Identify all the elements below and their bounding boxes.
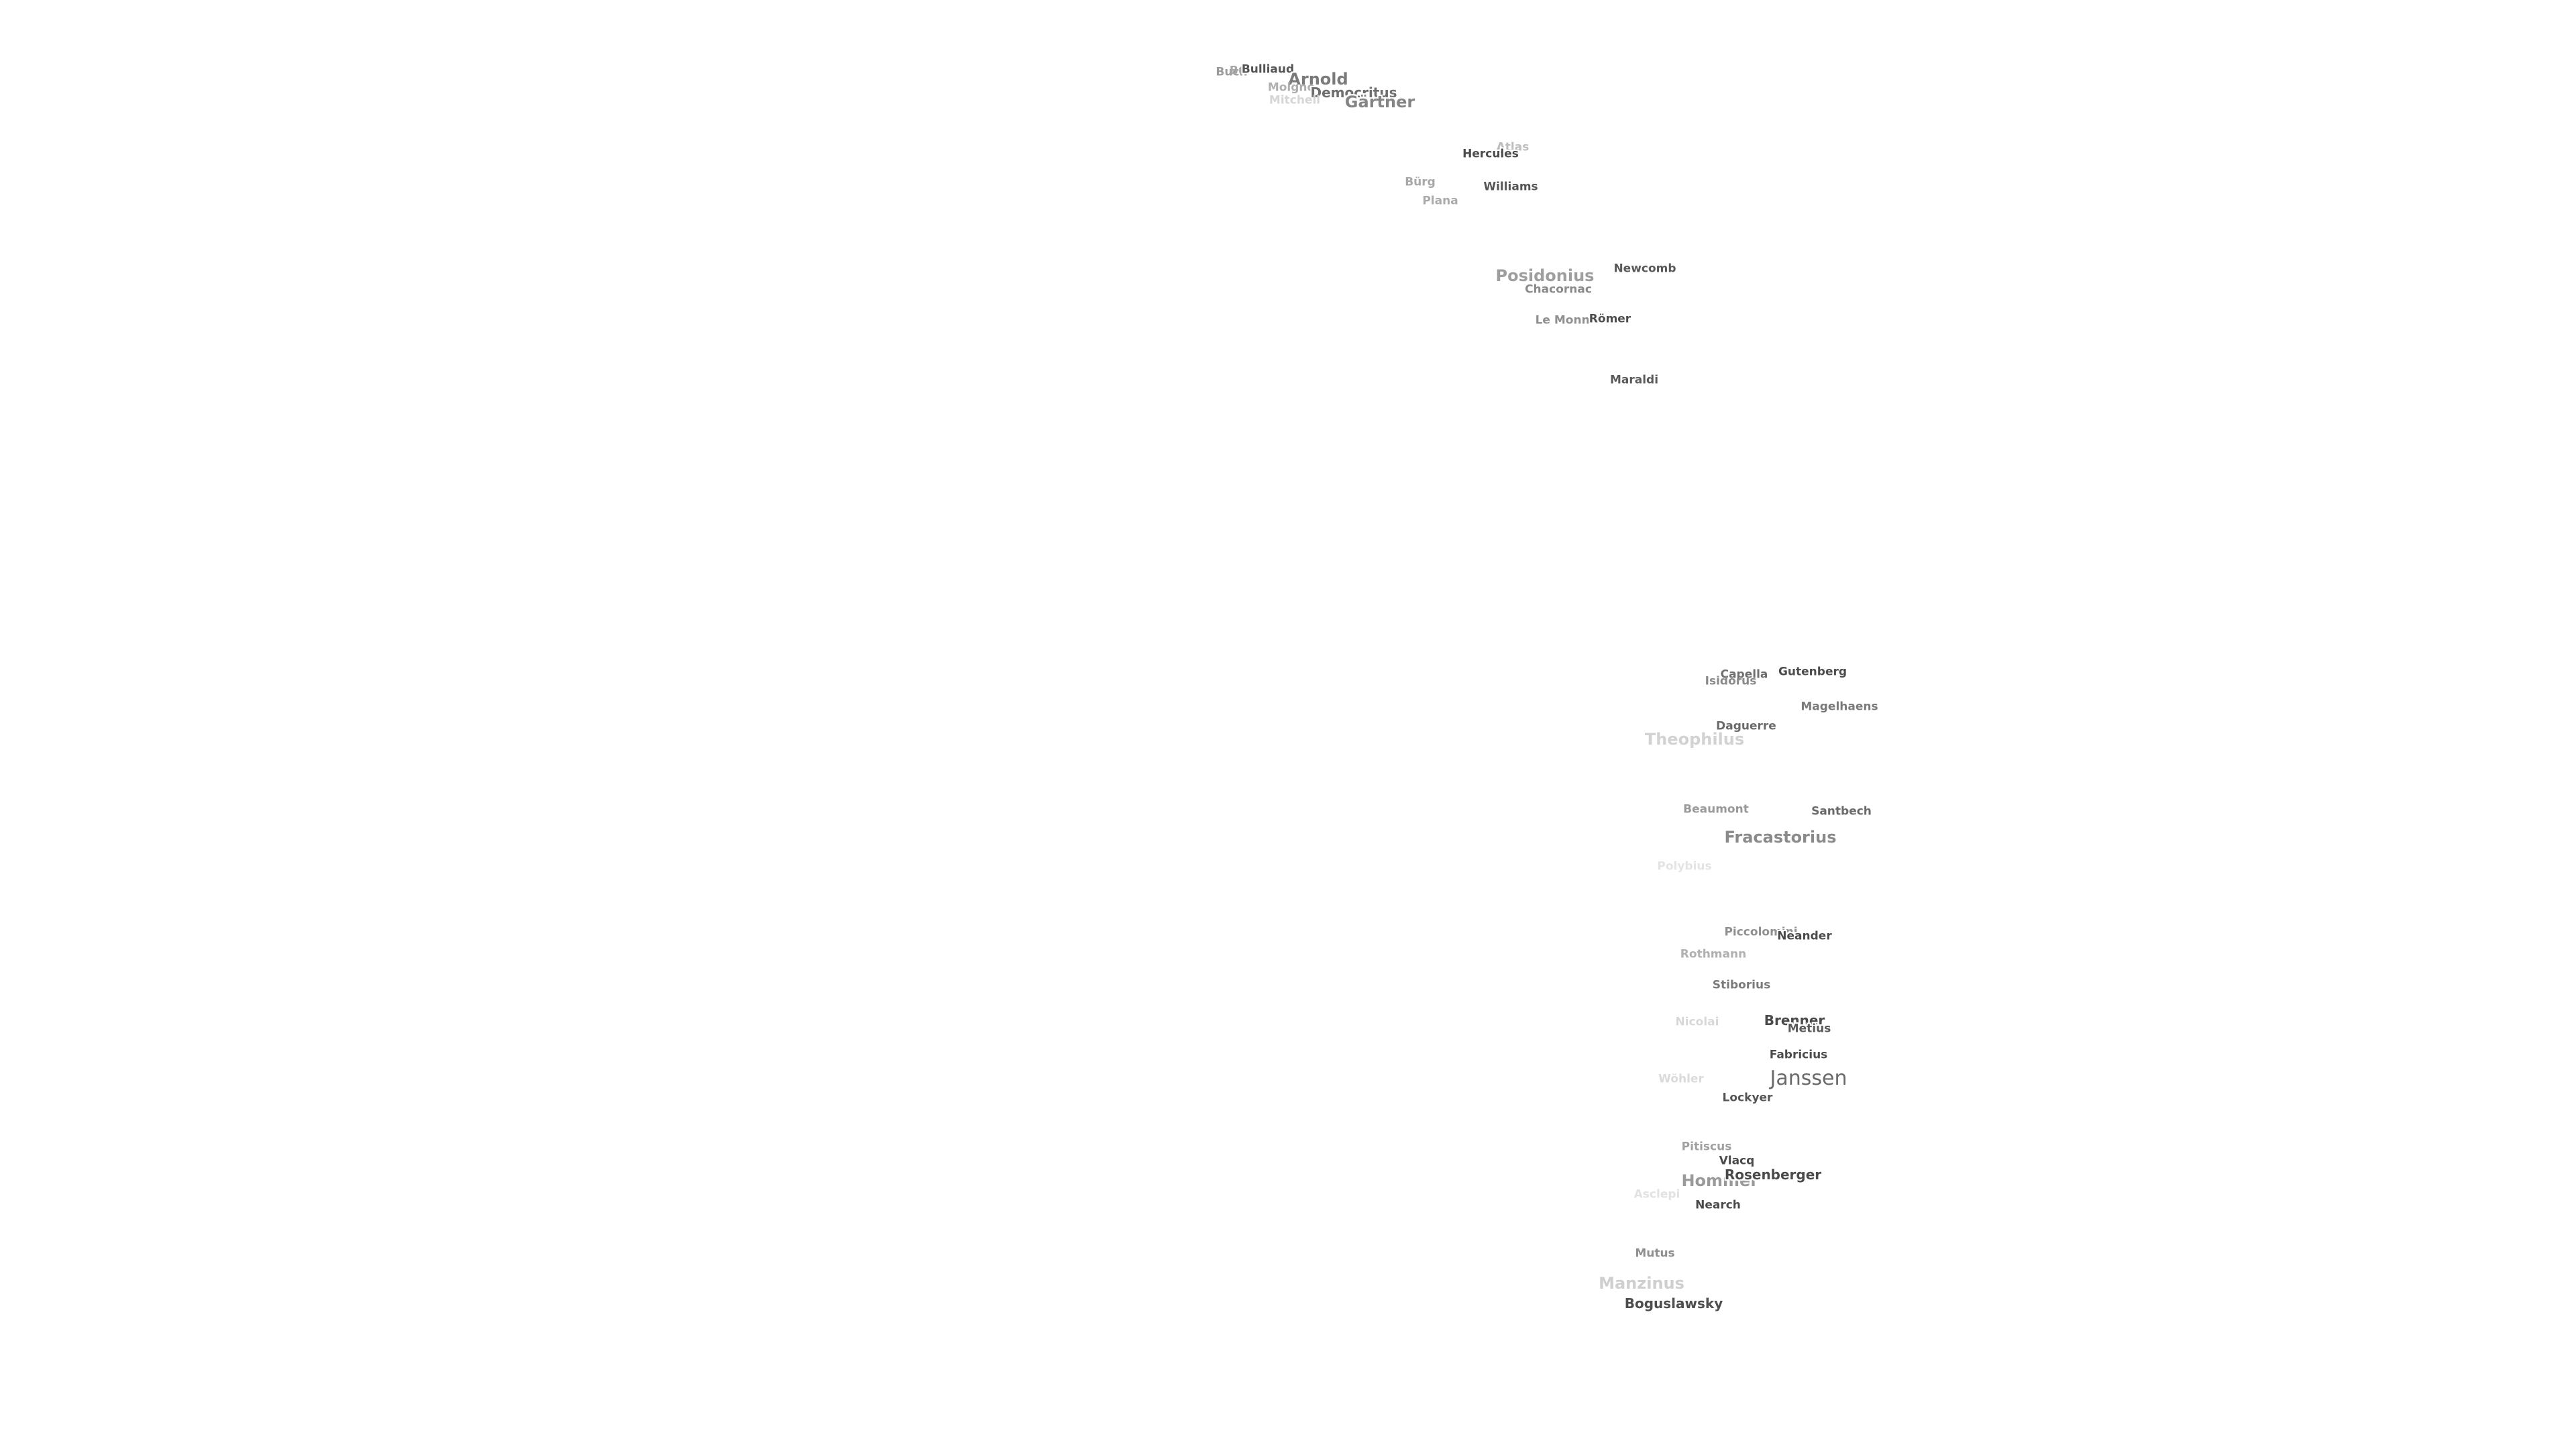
crater-label-buch[interactable]: Buch <box>1216 65 1248 79</box>
crater-label-le-monnier[interactable]: Le Monnier <box>1535 313 1607 327</box>
crater-label-theophilus[interactable]: Theophilus <box>1644 730 1745 749</box>
crater-label-fracastorius[interactable]: Fracastorius <box>1724 828 1837 847</box>
crater-label-plana[interactable]: Plana <box>1422 194 1458 208</box>
crater-label-magelhaens[interactable]: Magelhaens <box>1801 700 1878 714</box>
crater-label-bulliaud[interactable]: Bulliaud <box>1241 62 1295 76</box>
crater-label-manzinus[interactable]: Manzinus <box>1599 1274 1684 1293</box>
crater-label-wohler[interactable]: Wöhler <box>1658 1072 1704 1086</box>
crater-label-mitchell[interactable]: Mitchell <box>1269 93 1321 107</box>
crater-label-capella[interactable]: Capella <box>1720 667 1768 682</box>
crater-label-fabricius[interactable]: Fabricius <box>1769 1048 1828 1062</box>
crater-label-bullialdus[interactable]: Bullialdus <box>1229 64 1293 78</box>
crater-label-newcomb[interactable]: Newcomb <box>1613 262 1676 276</box>
crater-label-neander[interactable]: Neander <box>1777 929 1832 943</box>
crater-label-posidonius[interactable]: Posidonius <box>1495 266 1595 285</box>
crater-label-pitiscus[interactable]: Pitiscus <box>1681 1140 1732 1154</box>
crater-label-williams[interactable]: Williams <box>1483 180 1538 194</box>
crater-label-santbech[interactable]: Santbech <box>1811 804 1872 818</box>
crater-label-democritus[interactable]: Democritus <box>1310 85 1397 101</box>
crater-label-isidorus[interactable]: Isidorus <box>1705 674 1757 688</box>
crater-label-stiborius[interactable]: Stiborius <box>1712 978 1771 992</box>
crater-label-arnold[interactable]: Arnold <box>1288 70 1348 89</box>
crater-label-chacornac[interactable]: Chacornac <box>1525 282 1592 297</box>
crater-label-gutenberg[interactable]: Gutenberg <box>1778 665 1847 679</box>
crater-label-hercules[interactable]: Hercules <box>1462 147 1519 161</box>
crater-label-burg[interactable]: Bürg <box>1405 175 1436 189</box>
crater-label-gartner[interactable]: Gärtner <box>1344 93 1415 111</box>
crater-label-boguslawsky[interactable]: Boguslawsky <box>1624 1295 1723 1311</box>
crater-label-maraldi[interactable]: Maraldi <box>1609 373 1659 387</box>
crater-label-atlas[interactable]: Atlas <box>1496 140 1529 154</box>
crater-label-rothmann[interactable]: Rothmann <box>1680 947 1747 961</box>
crater-label-hommel[interactable]: Hommel <box>1681 1171 1756 1190</box>
crater-label-beaumont[interactable]: Beaumont <box>1683 802 1749 816</box>
crater-label-piccolomini[interactable]: Piccolomini <box>1724 925 1798 939</box>
crater-label-lockyer[interactable]: Lockyer <box>1722 1091 1773 1105</box>
crater-label-rosenberger[interactable]: Rosenberger <box>1724 1167 1822 1183</box>
crater-label-nicolai[interactable]: Nicolai <box>1675 1015 1719 1029</box>
crater-label-vlacq[interactable]: Vlacq <box>1719 1154 1755 1168</box>
crater-label-daguerre[interactable]: Daguerre <box>1716 719 1776 733</box>
crater-label-asclepi[interactable]: Asclepi <box>1633 1187 1680 1201</box>
crater-label-romer[interactable]: Römer <box>1589 312 1631 326</box>
crater-label-moigno[interactable]: Moigno <box>1267 80 1316 95</box>
crater-label-janssen[interactable]: Janssen <box>1770 1067 1847 1090</box>
crater-label-metius[interactable]: Metius <box>1787 1022 1831 1036</box>
crater-label-mutus[interactable]: Mutus <box>1635 1246 1675 1260</box>
crater-label-brenner[interactable]: Brenner <box>1764 1012 1825 1028</box>
crater-label-nearch[interactable]: Nearch <box>1695 1198 1741 1212</box>
crater-label-polybius[interactable]: Polybius <box>1657 859 1712 873</box>
